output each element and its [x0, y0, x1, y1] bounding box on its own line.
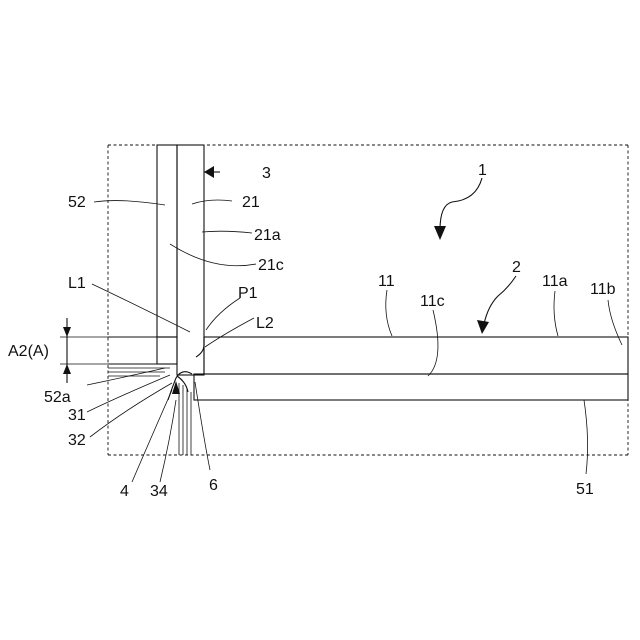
label-1: 1 — [478, 162, 487, 179]
label-3: 3 — [262, 165, 271, 182]
plate-52-base-lines — [108, 337, 177, 376]
label-p1: P1 — [238, 285, 258, 302]
label-52: 52 — [68, 194, 86, 211]
label-l1: L1 — [68, 275, 86, 292]
label-21a: 21a — [254, 227, 281, 244]
label-a2: A2(A) — [8, 343, 49, 360]
member-11 — [204, 337, 628, 374]
label-52a: 52a — [44, 389, 71, 406]
label-31: 31 — [68, 407, 86, 424]
member-52 — [157, 145, 177, 337]
label-51: 51 — [576, 481, 594, 498]
leader-lines — [87, 200, 622, 482]
arrow-2 — [477, 276, 516, 334]
label-2: 2 — [512, 259, 521, 276]
label-21: 21 — [242, 194, 260, 211]
label-4: 4 — [120, 483, 129, 500]
member-51 — [194, 374, 628, 400]
label-l2: L2 — [256, 315, 274, 332]
arrow-3 — [204, 166, 220, 178]
label-21c: 21c — [258, 257, 284, 274]
label-6: 6 — [209, 477, 218, 494]
arrow-1 — [434, 178, 482, 240]
member-21 — [177, 145, 204, 375]
label-11: 11 — [378, 273, 395, 290]
label-11c: 11c — [420, 293, 445, 310]
frame-outline — [108, 145, 628, 455]
label-34: 34 — [150, 483, 168, 500]
label-32: 32 — [68, 432, 86, 449]
weld-zone — [168, 337, 204, 455]
region-52a — [157, 337, 177, 364]
label-11b: 11b — [590, 281, 616, 298]
label-11a: 11a — [542, 273, 568, 290]
reference-labels: 1 3 52 21 21a 21c 2 L1 11 11a 11b P1 11c… — [8, 162, 616, 500]
